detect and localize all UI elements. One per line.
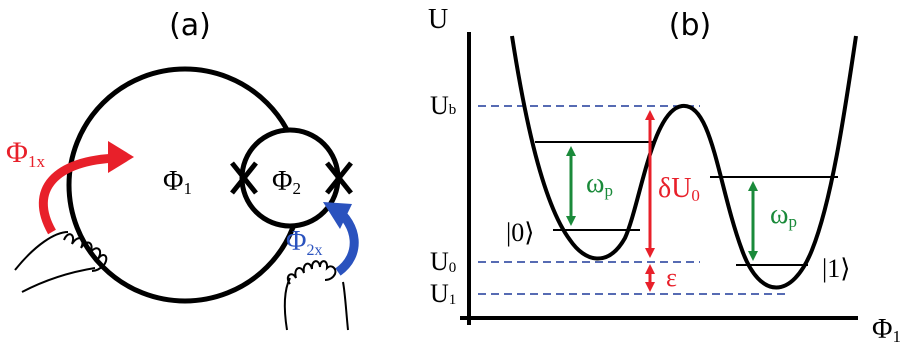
panel-b-label: (b) <box>669 8 711 43</box>
panel-b: (b) U Φ1 Ub U0 U1 <box>428 4 901 345</box>
epsilon-label: ε <box>666 263 677 292</box>
small-loop-flux-label: Φ2 <box>272 166 301 198</box>
coil-left-icon <box>14 231 108 293</box>
loop-flux-label: Φ1 <box>163 166 192 198</box>
ext-flux-1-label: Φ1x <box>6 136 45 171</box>
u0-label: U0 <box>430 247 456 276</box>
panel-a: (a) Φ1 Φ2 Φ1x <box>6 8 359 331</box>
ub-label: Ub <box>430 91 456 120</box>
ext-flux-1-arrowhead <box>108 141 134 173</box>
delta-u-label: δU0 <box>658 173 700 205</box>
x-axis-label: Φ1 <box>872 314 901 345</box>
state-0-label: |0⟩ <box>506 218 534 247</box>
y-axis-label: U <box>428 4 448 35</box>
junction-left-icon <box>230 161 258 195</box>
coil-right-icon <box>283 260 349 331</box>
ext-flux-2-label: Φ2x <box>286 226 322 259</box>
energy-levels <box>535 141 838 266</box>
state-1-label: |1⟩ <box>822 254 850 283</box>
junction-right-icon <box>325 161 353 195</box>
omega-right-label: ωp <box>770 199 797 231</box>
reference-lines <box>478 105 790 295</box>
omega-left-label: ωp <box>586 168 613 200</box>
panel-a-label: (a) <box>169 8 211 43</box>
potential-curve <box>510 35 858 290</box>
ext-flux-2-arrowhead <box>323 202 352 229</box>
ext-flux-1-arrow <box>38 153 119 235</box>
u1-label: U1 <box>430 279 456 308</box>
